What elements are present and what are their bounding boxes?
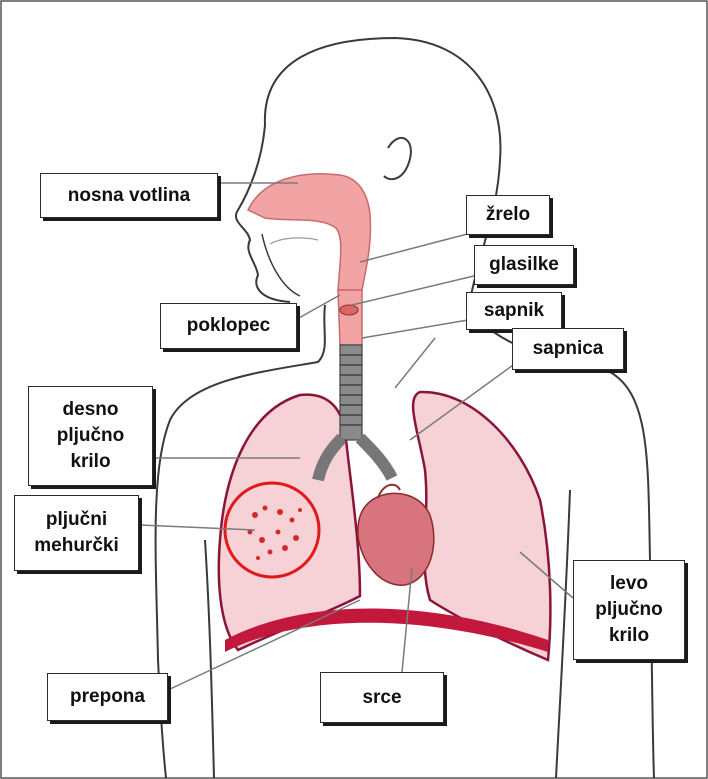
label-text: glasilke (489, 252, 559, 278)
label-text: nosna votlina (68, 183, 190, 209)
label-text: poklopec (187, 313, 270, 339)
label-epiglottis: poklopec (160, 303, 297, 349)
label-diaphragm: prepona (47, 673, 168, 721)
label-pharynx: žrelo (466, 195, 550, 235)
label-text: žrelo (486, 202, 530, 228)
body-outline (156, 38, 654, 778)
label-line: desno (63, 397, 119, 423)
label-text: srce (362, 685, 401, 711)
label-nasal-cavity: nosna votlina (40, 173, 218, 218)
label-left-lung: levo pljučno krilo (573, 560, 685, 660)
label-line: mehurčki (34, 533, 118, 559)
heart (358, 485, 434, 586)
label-line: krilo (70, 449, 110, 475)
label-line: pljučno (57, 423, 125, 449)
label-line: krilo (609, 623, 649, 649)
label-line: pljučni (46, 507, 107, 533)
label-trachea: sapnica (512, 328, 624, 370)
label-text: prepona (70, 684, 145, 710)
label-text: sapnica (533, 336, 604, 362)
label-larynx: sapnik (466, 292, 562, 330)
label-heart: srce (320, 672, 444, 723)
label-vocal-cords: glasilke (474, 245, 574, 285)
label-line: pljučno (595, 597, 663, 623)
label-alveoli: pljučni mehurčki (14, 495, 139, 571)
label-text: sapnik (484, 298, 544, 324)
label-right-lung: desno pljučno krilo (28, 386, 153, 486)
label-line: levo (610, 571, 648, 597)
